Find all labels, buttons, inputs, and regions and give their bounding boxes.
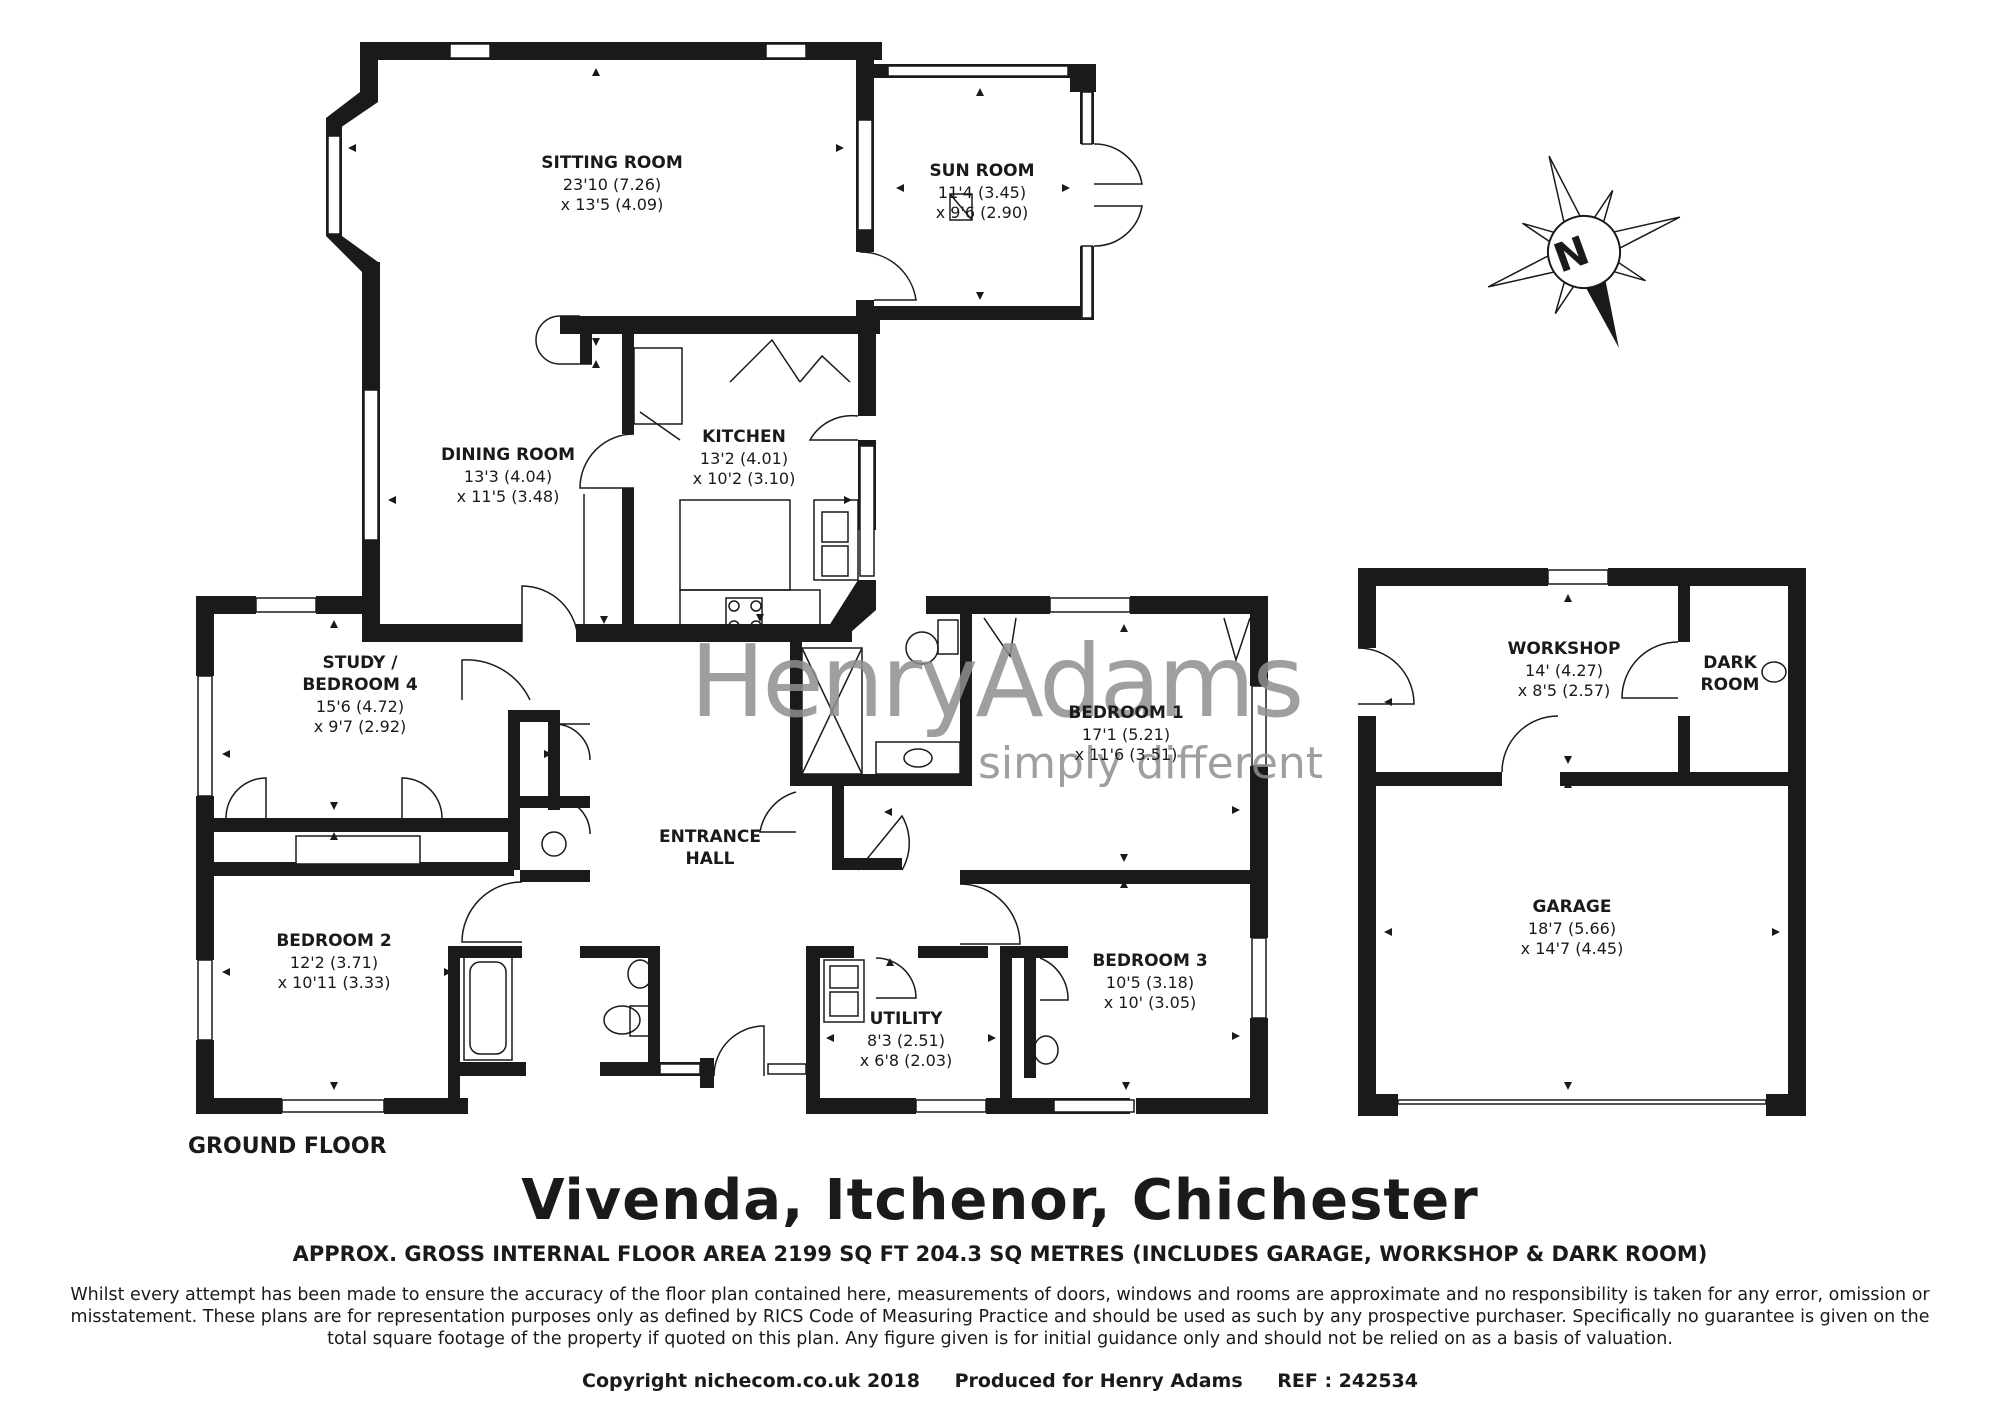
copyright: Copyright nichecom.co.uk 2018	[582, 1370, 920, 1392]
room-name: DINING ROOM	[441, 445, 575, 465]
room-dim: x 9'6 (2.90)	[936, 203, 1029, 222]
produced-for: Produced for Henry Adams	[954, 1370, 1243, 1392]
windows	[197, 43, 1609, 1113]
room-name: GARAGE	[1533, 897, 1612, 917]
room-label-bedroom-1: BEDROOM 1 17'1 (5.21) x 11'6 (3.51)	[1068, 703, 1183, 764]
room-dim: 14' (4.27)	[1525, 661, 1603, 680]
reference: REF : 242534	[1277, 1370, 1418, 1392]
floor-plan: HenryAdams simply different N SITTING RO…	[196, 42, 1806, 1116]
floor-label: GROUND FLOOR	[188, 1134, 387, 1159]
room-label-sitting-room: SITTING ROOM 23'10 (7.26) x 13'5 (4.09)	[541, 153, 683, 214]
room-name: SITTING ROOM	[541, 153, 683, 173]
outbuilding-walls	[1358, 568, 1806, 1116]
room-name: UTILITY	[870, 1009, 943, 1029]
room-dim: 11'4 (3.45)	[938, 183, 1026, 202]
room-name: DARK	[1703, 653, 1757, 673]
credits: Copyright nichecom.co.uk 2018 Produced f…	[0, 1370, 2000, 1392]
room-name: BEDROOM 3	[1092, 951, 1207, 971]
room-label-utility: UTILITY 8'3 (2.51) x 6'8 (2.03)	[860, 1009, 953, 1070]
room-dim: 23'10 (7.26)	[563, 175, 661, 194]
measurement-arrows	[222, 68, 1780, 1090]
room-name: KITCHEN	[702, 427, 786, 447]
henry-adams-logo: HenryAdams simply different	[690, 623, 1323, 789]
room-dim: x 10' (3.05)	[1104, 993, 1197, 1012]
room-label-study-bedroom-4: STUDY / BEDROOM 4 15'6 (4.72) x 9'7 (2.9…	[302, 653, 418, 736]
room-name-line2: BEDROOM 4	[302, 675, 418, 695]
room-dim: 17'1 (5.21)	[1082, 725, 1170, 744]
disclaimer: Whilst every attempt has been made to en…	[70, 1285, 1930, 1349]
room-name-line2: ROOM	[1701, 675, 1760, 695]
room-name: ENTRANCE	[659, 827, 761, 847]
room-dim: x 11'6 (3.51)	[1075, 745, 1178, 764]
doors	[225, 143, 1679, 1077]
room-dim: x 10'2 (3.10)	[693, 469, 796, 488]
room-dim: x 9'7 (2.92)	[314, 717, 407, 736]
floor-area-summary: APPROX. GROSS INTERNAL FLOOR AREA 2199 S…	[292, 1242, 1708, 1266]
room-dim: 10'5 (3.18)	[1106, 973, 1194, 992]
room-name: STUDY /	[323, 653, 399, 673]
room-label-garage: GARAGE 18'7 (5.66) x 14'7 (4.45)	[1521, 897, 1624, 958]
room-dim: 12'2 (3.71)	[290, 953, 378, 972]
room-name: BEDROOM 1	[1068, 703, 1183, 723]
room-label-entrance-hall: ENTRANCE HALL	[659, 827, 761, 869]
room-name: SUN ROOM	[929, 161, 1034, 181]
room-dim: x 10'11 (3.33)	[278, 973, 391, 992]
room-name: WORKSHOP	[1508, 639, 1621, 659]
room-label-dark-room: DARK ROOM	[1701, 653, 1760, 695]
room-dim: 18'7 (5.66)	[1528, 919, 1616, 938]
room-dim: 15'6 (4.72)	[316, 697, 404, 716]
room-dim: x 8'5 (2.57)	[1518, 681, 1611, 700]
property-title: Vivenda, Itchenor, Chichester	[521, 1168, 1479, 1233]
logo-tagline: simply different	[978, 738, 1323, 789]
logo-brand: HenryAdams	[690, 623, 1301, 740]
room-label-workshop: WORKSHOP 14' (4.27) x 8'5 (2.57)	[1508, 639, 1621, 700]
compass-rose	[1487, 155, 1681, 348]
room-label-sun-room: SUN ROOM 11'4 (3.45) x 9'6 (2.90)	[929, 161, 1034, 222]
room-dim: 13'3 (4.04)	[464, 467, 552, 486]
room-label-bedroom-3: BEDROOM 3 10'5 (3.18) x 10' (3.05)	[1092, 951, 1207, 1012]
room-dim: x 6'8 (2.03)	[860, 1051, 953, 1070]
room-label-kitchen: KITCHEN 13'2 (4.01) x 10'2 (3.10)	[693, 427, 796, 488]
room-label-dining-room: DINING ROOM 13'3 (4.04) x 11'5 (3.48)	[441, 445, 575, 506]
room-dim: 13'2 (4.01)	[700, 449, 788, 468]
room-dim: x 13'5 (4.09)	[561, 195, 664, 214]
room-name-line2: HALL	[685, 849, 734, 869]
room-name: BEDROOM 2	[276, 931, 391, 951]
room-dim: x 14'7 (4.45)	[1521, 939, 1624, 958]
room-dim: x 11'5 (3.48)	[457, 487, 560, 506]
room-label-bedroom-2: BEDROOM 2 12'2 (3.71) x 10'11 (3.33)	[276, 931, 391, 992]
room-dim: 8'3 (2.51)	[867, 1031, 945, 1050]
